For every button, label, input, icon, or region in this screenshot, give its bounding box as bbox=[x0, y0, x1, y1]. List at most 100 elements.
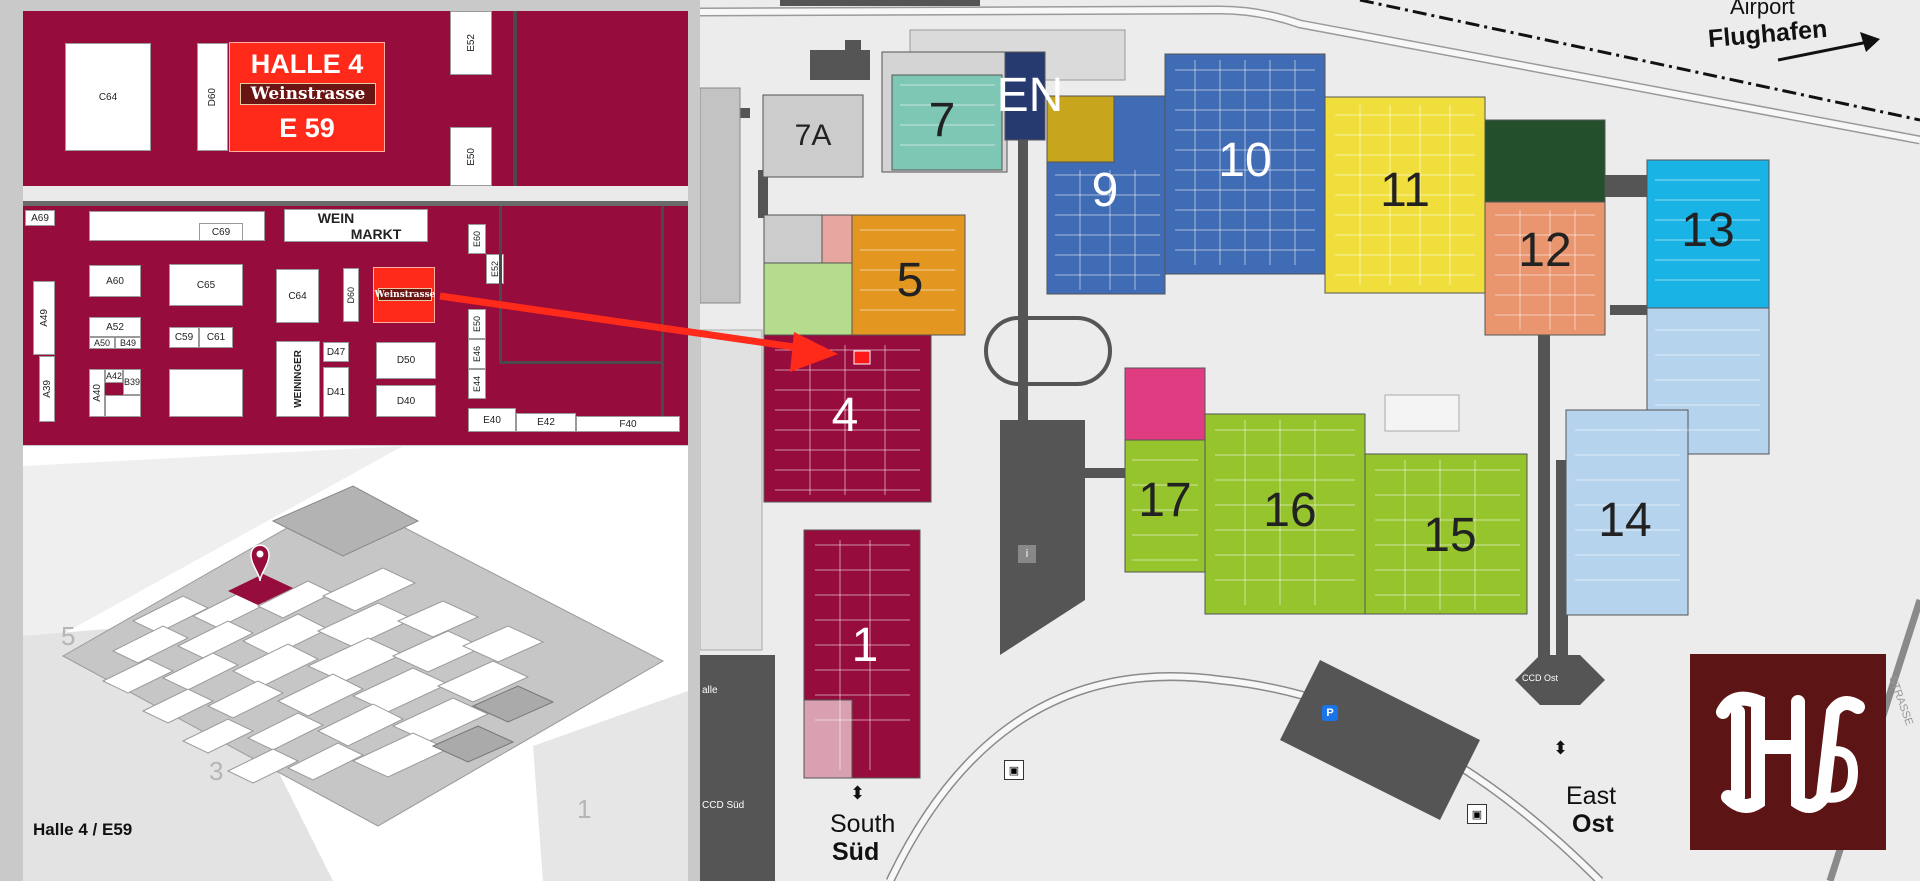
road-north-inner bbox=[700, 6, 1920, 143]
booth-e60-label: E60 bbox=[472, 230, 482, 247]
hall-label-12[interactable]: 12 bbox=[1518, 223, 1572, 277]
booth-a39[interactable]: A39 bbox=[39, 356, 55, 422]
booth-e40[interactable]: E40 bbox=[468, 408, 516, 432]
iso-hall-number-3: 3 bbox=[209, 756, 224, 786]
weinmarkt-line2: MARKT bbox=[350, 225, 402, 242]
booth-d60-ov-label: D60 bbox=[346, 286, 356, 304]
halle-fragment-label: alle bbox=[702, 685, 718, 696]
booth-e50[interactable]: E50 bbox=[450, 127, 492, 186]
building-top-dark bbox=[810, 50, 870, 80]
overview-right-line bbox=[661, 206, 664, 416]
hall-9-gold bbox=[1046, 95, 1115, 163]
hall-label: HALLE 4 bbox=[250, 49, 364, 79]
booth-c69[interactable]: C69 bbox=[199, 223, 243, 241]
hall-label-5[interactable]: 5 bbox=[896, 253, 924, 307]
booth-d50[interactable]: D50 bbox=[376, 342, 436, 379]
parking-icon[interactable]: P bbox=[1322, 705, 1338, 721]
entrance-east-icon[interactable]: ⬍ bbox=[1553, 738, 1569, 758]
iso-grey-block bbox=[471, 685, 555, 723]
hall-label-11[interactable]: 11 bbox=[1380, 163, 1430, 217]
courtyard bbox=[1384, 394, 1460, 432]
walkway-east bbox=[1538, 330, 1550, 660]
booth-a49[interactable]: A49 bbox=[33, 281, 55, 355]
booth-a40[interactable]: A40 bbox=[89, 369, 105, 417]
south-label: South bbox=[830, 810, 896, 838]
hall-label-17[interactable]: 17 bbox=[1138, 473, 1192, 527]
booth-d60[interactable]: D60 bbox=[343, 268, 359, 322]
walkway-left-2 bbox=[758, 170, 768, 218]
overview-top-rail bbox=[23, 201, 688, 206]
booth-e50-label: E50 bbox=[465, 147, 477, 166]
booth-d41[interactable]: D41 bbox=[323, 367, 349, 417]
hall-label-4[interactable]: 4 bbox=[831, 388, 859, 442]
weinmarkt-booth[interactable]: WEIN MARKT bbox=[284, 209, 428, 242]
booth-c64[interactable]: C64 bbox=[276, 269, 319, 323]
booth-d40[interactable]: D40 bbox=[376, 385, 436, 417]
ccd-sued-label: CCD Süd bbox=[702, 800, 745, 811]
road-south-arc bbox=[885, 672, 1604, 881]
booth-e59-overview-highlight[interactable]: Weinstrasse bbox=[373, 267, 435, 323]
booth-e60[interactable]: E60 bbox=[468, 224, 486, 254]
walkway-12-13 bbox=[1605, 175, 1650, 197]
iso-hall-number-1: 1 bbox=[577, 794, 592, 824]
weinmarkt-line1: WEIN bbox=[317, 209, 355, 226]
iso-hall-number-5: 5 bbox=[61, 621, 76, 651]
booth-a40-label: A40 bbox=[91, 384, 103, 402]
hall-label-7[interactable]: 7 bbox=[928, 93, 956, 147]
building-left-grey bbox=[700, 87, 741, 304]
isometric-panel: 5 3 1 Halle 4 / E59 bbox=[23, 446, 688, 881]
iso-top-block bbox=[271, 485, 420, 557]
hall-4-target-booth[interactable] bbox=[853, 350, 871, 365]
weinstrasse-sign: Weinstrasse bbox=[240, 83, 376, 105]
booth-b39[interactable]: B39 bbox=[123, 369, 141, 395]
booth-a50[interactable]: A50 bbox=[89, 337, 115, 349]
weininger-booth[interactable]: WEININGER bbox=[276, 341, 320, 417]
hall-label-13[interactable]: 13 bbox=[1681, 203, 1735, 257]
hall-17 bbox=[1124, 439, 1206, 573]
hall-label-10[interactable]: 10 bbox=[1218, 133, 1272, 187]
booth-e46[interactable]: E46 bbox=[468, 339, 486, 369]
booth-e44[interactable]: E44 bbox=[468, 369, 486, 399]
airport-arrow-icon bbox=[1777, 32, 1880, 62]
booth-e52[interactable]: E52 bbox=[450, 11, 492, 75]
hall-label-15[interactable]: 15 bbox=[1423, 508, 1477, 562]
iso-target-booth[interactable] bbox=[228, 574, 293, 605]
hall-label-14[interactable]: 14 bbox=[1598, 493, 1652, 547]
weinstrasse-logo bbox=[1690, 654, 1886, 850]
hall-label-1[interactable]: 1 bbox=[851, 618, 879, 672]
booth-a42[interactable]: A42 bbox=[105, 369, 123, 383]
iso-grey-block-2 bbox=[431, 725, 515, 763]
booth-a42-b[interactable] bbox=[105, 395, 141, 417]
booth-e50-ov[interactable]: E50 bbox=[468, 309, 486, 339]
booth-c59[interactable]: C59 bbox=[169, 327, 199, 348]
hall-label-16[interactable]: 16 bbox=[1263, 483, 1317, 537]
booth-a60[interactable]: A60 bbox=[89, 265, 141, 297]
entrance-south-icon[interactable]: ⬍ bbox=[850, 783, 866, 803]
hall-5-green bbox=[763, 262, 853, 336]
hall-label-9[interactable]: 9 bbox=[1091, 163, 1119, 217]
hall-label-en[interactable]: EN bbox=[996, 68, 1064, 122]
booth-d47[interactable]: D47 bbox=[323, 342, 349, 362]
oval-track bbox=[984, 316, 1112, 386]
booth-a49-label: A49 bbox=[38, 309, 50, 327]
bus-icon-east[interactable]: ▣ bbox=[1467, 804, 1487, 824]
bus-icon[interactable]: ▣ bbox=[1004, 760, 1024, 780]
booth-f40[interactable]: F40 bbox=[576, 416, 680, 432]
booth-e52-label: E52 bbox=[465, 34, 477, 52]
walkway-17 bbox=[1085, 468, 1125, 478]
info-icon[interactable]: i bbox=[1018, 545, 1036, 563]
booth-c-block[interactable] bbox=[169, 369, 243, 417]
booth-e42[interactable]: E42 bbox=[516, 413, 576, 432]
booth-a69[interactable]: A69 bbox=[25, 210, 55, 226]
booth-c65[interactable]: C65 bbox=[169, 264, 243, 306]
hall-label-7a[interactable]: 7A bbox=[794, 119, 832, 152]
booth-e59-highlight[interactable]: HALLE 4 Weinstrasse E 59 bbox=[229, 42, 385, 152]
booth-c61[interactable]: C61 bbox=[199, 327, 233, 348]
booth-d60[interactable]: D60 bbox=[197, 43, 228, 151]
weininger-label: WEININGER bbox=[292, 350, 304, 408]
booth-c64[interactable]: C64 bbox=[65, 43, 151, 151]
booth-b49[interactable]: B49 bbox=[115, 337, 141, 349]
map-pin-icon[interactable] bbox=[250, 544, 270, 582]
booth-e59-label: E 59 bbox=[279, 113, 335, 143]
booth-a52[interactable]: A52 bbox=[89, 317, 141, 337]
